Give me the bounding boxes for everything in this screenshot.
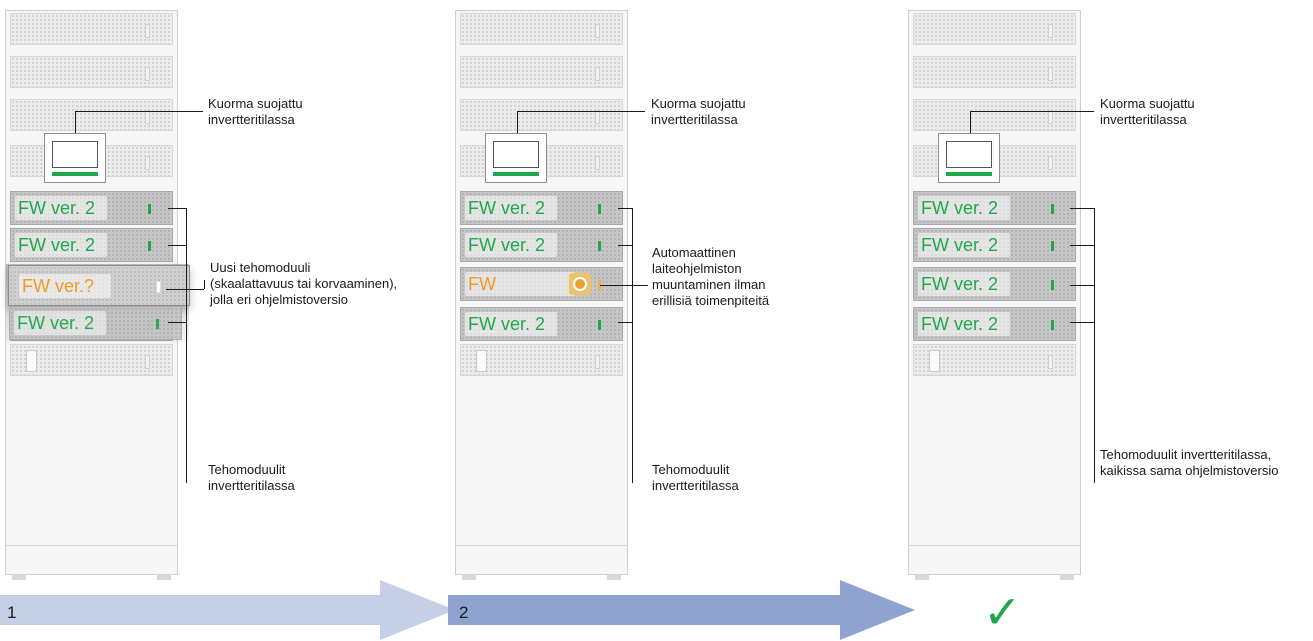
power-module-1: FW ver. 2: [460, 191, 623, 225]
step-1-label: 1: [7, 603, 17, 622]
callout-load-protected: Kuorma suojattu invertteritilassa: [1100, 96, 1195, 127]
status-led: [598, 280, 601, 290]
new-power-module: FW ver.?: [8, 265, 190, 306]
empty-slot: [10, 56, 173, 88]
firmware-label: FW ver. 2: [15, 233, 107, 257]
status-led: [148, 241, 151, 251]
load-display: [44, 133, 106, 183]
step-1-arrow: [0, 580, 455, 640]
power-module-1: FW ver. 2: [913, 191, 1076, 225]
empty-slot: [460, 13, 623, 45]
status-led: [157, 282, 160, 292]
status-led: [1051, 204, 1054, 214]
status-led: [598, 204, 601, 214]
status-led: [156, 319, 159, 329]
checkmark-icon: ✓: [983, 586, 1022, 638]
callout-modules-inverter: Tehomoduulit invertteritilassa: [208, 462, 295, 493]
status-led: [1051, 280, 1054, 290]
callout-auto-conversion: Automaattinen laiteohjelmiston muuntamin…: [652, 245, 770, 308]
status-led: [598, 320, 601, 330]
firmware-label: FW ver. 2: [465, 196, 557, 220]
callout-modules-inverter: Tehomoduulit invertteritilassa: [652, 462, 739, 493]
status-led: [148, 204, 151, 214]
empty-slot: [460, 56, 623, 88]
empty-slot: [913, 56, 1076, 88]
power-module-1: FW ver. 2: [10, 191, 173, 225]
power-module-4-overlay: FW ver. 2: [9, 306, 182, 340]
firmware-label: FW ver. 2: [918, 272, 1010, 296]
step-2-label: 2: [459, 603, 469, 622]
load-display: [485, 133, 547, 183]
ups-cabinet-2: FW ver. 2 FW ver. 2 FW FW ver. 2: [455, 10, 628, 580]
empty-slot: [913, 13, 1076, 45]
load-display: [938, 133, 1000, 183]
firmware-label: FW ver. 2: [15, 196, 107, 220]
empty-slot: [913, 344, 1076, 376]
status-led: [1051, 241, 1054, 251]
empty-slot: [460, 99, 623, 131]
status-led: [1051, 320, 1054, 330]
empty-slot: [460, 344, 623, 376]
callout-load-protected: Kuorma suojattu invertteritilassa: [651, 96, 746, 127]
firmware-label: FW ver. 2: [14, 311, 106, 335]
firmware-label: FW: [465, 272, 575, 296]
power-module-2: FW ver. 2: [10, 228, 173, 262]
firmware-label: FW ver. 2: [918, 312, 1010, 336]
empty-slot: [10, 344, 173, 376]
empty-slot: [10, 99, 173, 131]
power-module-2: FW ver. 2: [913, 228, 1076, 262]
power-module-4: FW ver. 2: [913, 307, 1076, 341]
firmware-label: FW ver. 2: [465, 233, 557, 257]
firmware-label: FW ver. 2: [918, 233, 1010, 257]
power-module-2: FW ver. 2: [460, 228, 623, 262]
progress-arrows: [0, 580, 915, 640]
firmware-update-gear-icon: [569, 273, 591, 295]
power-module-4: FW ver. 2: [460, 307, 623, 341]
empty-slot: [10, 13, 173, 45]
power-module-3: FW ver. 2: [913, 267, 1076, 301]
callout-new-module: Uusi tehomoduuli (skaalattavuus tai korv…: [210, 260, 398, 307]
empty-slot: [913, 99, 1076, 131]
power-module-3-updating: FW: [460, 267, 623, 301]
step-2-arrow: [448, 580, 915, 640]
ups-cabinet-3: FW ver. 2 FW ver. 2 FW ver. 2 FW ver. 2: [908, 10, 1081, 580]
callout-modules-same-firmware: Tehomoduulit invertteritilassa, kaikissa…: [1100, 447, 1279, 478]
firmware-label: FW ver. 2: [918, 196, 1010, 220]
firmware-label: FW ver.?: [19, 274, 111, 298]
callout-load-protected: Kuorma suojattu invertteritilassa: [208, 96, 303, 127]
firmware-label: FW ver. 2: [465, 312, 557, 336]
status-led: [598, 241, 601, 251]
